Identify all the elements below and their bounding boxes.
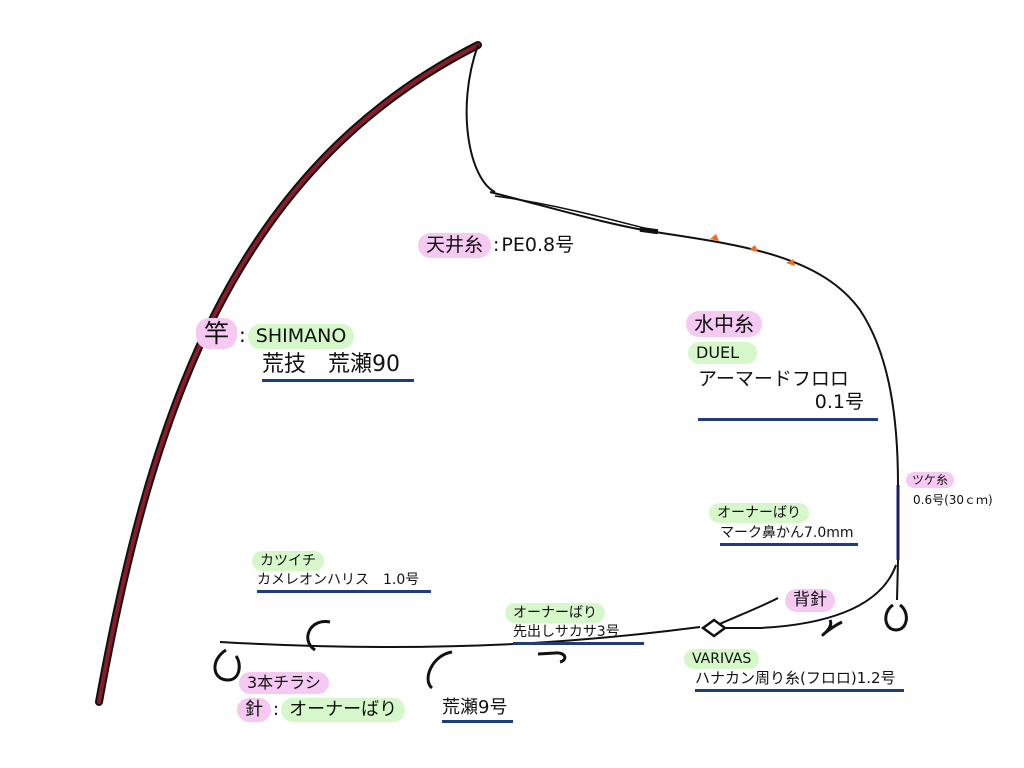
sebari-title: 背針 xyxy=(785,589,835,612)
sao-model: 荒技 荒瀬90 xyxy=(262,354,414,382)
sao-title: 竿 xyxy=(196,318,238,349)
hook-2 xyxy=(306,620,331,652)
rod-inner xyxy=(97,43,480,704)
hari-size-label: 荒瀬9号 xyxy=(442,699,514,723)
harisu-product: カメレオンハリス 1.0号 xyxy=(257,573,432,593)
main-line xyxy=(654,231,899,486)
tsuke-ito-title: ツケ糸 xyxy=(906,472,955,488)
suichu-ito-brand: DUEL xyxy=(688,342,758,364)
marker-2 xyxy=(749,245,758,252)
suichu-ito-product-block: アーマードフロロ 0.1号 xyxy=(698,370,878,421)
sao-model-label: 荒技 荒瀬90 xyxy=(262,354,414,382)
hari-separator: : xyxy=(273,699,280,720)
tenjo-ito-line-upper xyxy=(494,195,653,231)
hanakan-brand-label: オーナーばり xyxy=(709,503,809,523)
hari-label: 針:オーナーばり xyxy=(237,698,406,722)
suichu-ito-title-label: 水中糸 xyxy=(686,311,762,337)
hari-title: 針 xyxy=(237,698,271,722)
sakasa-brand-label: オーナーばり xyxy=(505,603,605,623)
sebari-label: 背針 xyxy=(785,589,835,612)
suichu-ito-brand-label: DUEL xyxy=(688,342,758,364)
hanakan-mawari-product-label: ハナカン周り糸(フロロ)1.2号 xyxy=(695,671,904,692)
hook-1 xyxy=(213,648,241,682)
marker-1 xyxy=(710,234,719,241)
hanakan-mawari-product: ハナカン周り糸(フロロ)1.2号 xyxy=(695,671,904,692)
hook-3 xyxy=(426,650,453,690)
hanakan-brand: オーナーばり xyxy=(709,503,809,523)
sao-label: 竿:SHIMANO xyxy=(196,318,355,349)
harisu-brand: カツイチ xyxy=(252,551,324,571)
hanakan-line xyxy=(718,564,897,629)
harisu-product-label: カメレオンハリス 1.0号 xyxy=(257,573,432,593)
tsuke-ito-label: ツケ糸 xyxy=(906,472,955,488)
sakasa-product-label: 先出しサカサ3号 xyxy=(513,625,644,645)
marker-3 xyxy=(786,259,795,266)
hanakan-product-label: マーク鼻かん7.0mm xyxy=(720,526,858,546)
sakasa-product: 先出しサカサ3号 xyxy=(513,625,644,645)
sakasa-swivel xyxy=(700,618,728,638)
suichu-ito-size: 0.1号 xyxy=(814,391,864,413)
harisu-brand-label: カツイチ xyxy=(252,551,324,571)
sakasa-brand: オーナーばり xyxy=(505,603,605,623)
hanakan-mawari-brand-label: VARIVAS xyxy=(684,649,760,669)
hanakan-mawari-brand: VARIVAS xyxy=(684,649,760,669)
hanakan-ring xyxy=(884,603,908,632)
sao-separator: : xyxy=(239,323,246,347)
tenjo-ito-separator: : xyxy=(493,234,500,256)
tenjo-ito-spec: PE0.8号 xyxy=(501,234,575,256)
sebari-hook xyxy=(821,619,843,637)
hari-type-label: 3本チラシ xyxy=(239,672,329,694)
hari-brand: オーナーばり xyxy=(281,698,406,722)
tsuke-ito-spec: 0.6号(30ｃｍ) xyxy=(913,493,993,507)
tenjo-ito-line xyxy=(489,191,656,233)
tip-line xyxy=(465,44,496,193)
hari-type: 3本チラシ xyxy=(239,672,329,694)
hanakan-product: マーク鼻かん7.0mm xyxy=(720,526,858,546)
suichu-ito-title: 水中糸 xyxy=(686,311,762,337)
sakasa-hook xyxy=(537,651,567,664)
suichu-ito-product: アーマードフロロ xyxy=(698,368,849,390)
sao-brand: SHIMANO xyxy=(247,324,355,349)
tenjo-ito-title: 天井糸 xyxy=(418,233,492,258)
swivel xyxy=(639,226,659,235)
tsuke-ito-to-hanakan xyxy=(896,559,899,601)
hari-size: 荒瀬9号 xyxy=(442,699,514,723)
sebari-line xyxy=(714,597,779,627)
tenjo-ito-label: 天井糸:PE0.8号 xyxy=(418,233,574,258)
